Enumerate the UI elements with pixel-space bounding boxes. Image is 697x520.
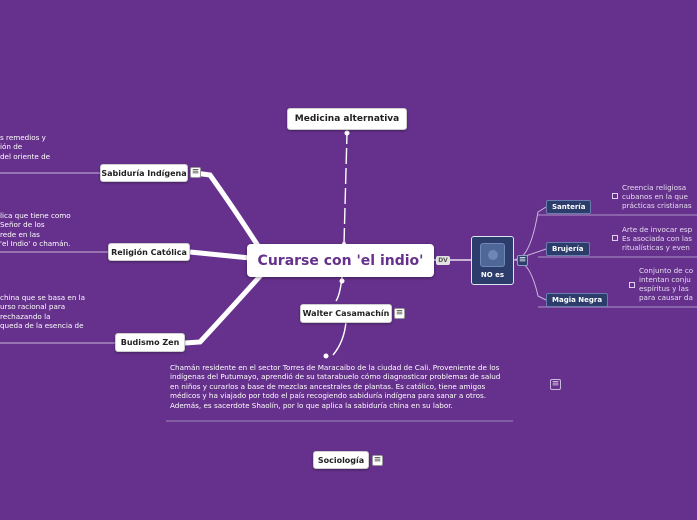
node-label: NO es (480, 271, 505, 279)
link-budismo (184, 272, 264, 346)
note-walter: Chamán residente en el sector Torres de … (170, 363, 501, 410)
node-santeria[interactable]: Santería (546, 200, 592, 214)
node-religion-catolica[interactable]: Religión Católica (108, 243, 190, 261)
note-budismo: china que se basa en la urso racional pa… (0, 293, 86, 331)
node-medicina-alternativa[interactable]: Medicina alternativa (287, 108, 407, 130)
node-label: Walter Casamachín (302, 309, 390, 318)
central-topic-label: Curarse con 'el indio' (257, 252, 424, 269)
node-brujeria[interactable]: Brujería (546, 242, 590, 256)
node-sabiduria-indigena[interactable]: Sabiduría Indígena (100, 164, 188, 182)
node-label: Sabiduría Indígena (101, 168, 187, 178)
node-label: Budismo Zen (120, 338, 180, 347)
checkbox-icon[interactable] (612, 193, 618, 199)
node-magia-negra[interactable]: Magia Negra (546, 293, 609, 307)
checkbox-icon[interactable] (612, 235, 618, 241)
checkbox-icon[interactable] (629, 282, 635, 288)
link-religion (189, 249, 251, 261)
link-medicina (343, 132, 348, 245)
note-religion: lica que tiene como Señor de los rede en… (0, 211, 71, 249)
image-thumbnail-icon (480, 243, 505, 267)
note-brujeria: Arte de invocar esp Es asociada con las … (622, 225, 693, 252)
central-topic[interactable]: Curarse con 'el indio' (247, 244, 434, 277)
node-label: Sociología (317, 455, 365, 465)
node-walter-casamachin[interactable]: Walter Casamachín (300, 304, 392, 323)
node-no-es[interactable]: NO es (471, 236, 514, 285)
note-santeria: Creencia religiosa cubanos en la que prá… (622, 183, 692, 210)
note-sabiduria: s remedios y ión de del oriente de (0, 133, 51, 161)
hamburger-menu-icon[interactable]: ≡ (190, 167, 201, 178)
hamburger-menu-icon[interactable]: ≡ (372, 455, 383, 466)
hamburger-menu-icon[interactable]: ≡ (517, 255, 528, 266)
note-magia-negra: Conjunto de co intentan conju espíritus … (639, 266, 694, 302)
dv-badge[interactable]: DV (436, 256, 450, 265)
node-label: Medicina alternativa (294, 114, 400, 124)
node-sociologia[interactable]: Sociología (313, 451, 369, 469)
node-budismo-zen[interactable]: Budismo Zen (115, 333, 185, 352)
node-label: Religión Católica (111, 247, 187, 257)
hamburger-menu-icon[interactable]: ≡ (394, 308, 405, 319)
link-sabiduria (194, 170, 265, 254)
hamburger-menu-icon[interactable]: ≡ (550, 379, 561, 390)
